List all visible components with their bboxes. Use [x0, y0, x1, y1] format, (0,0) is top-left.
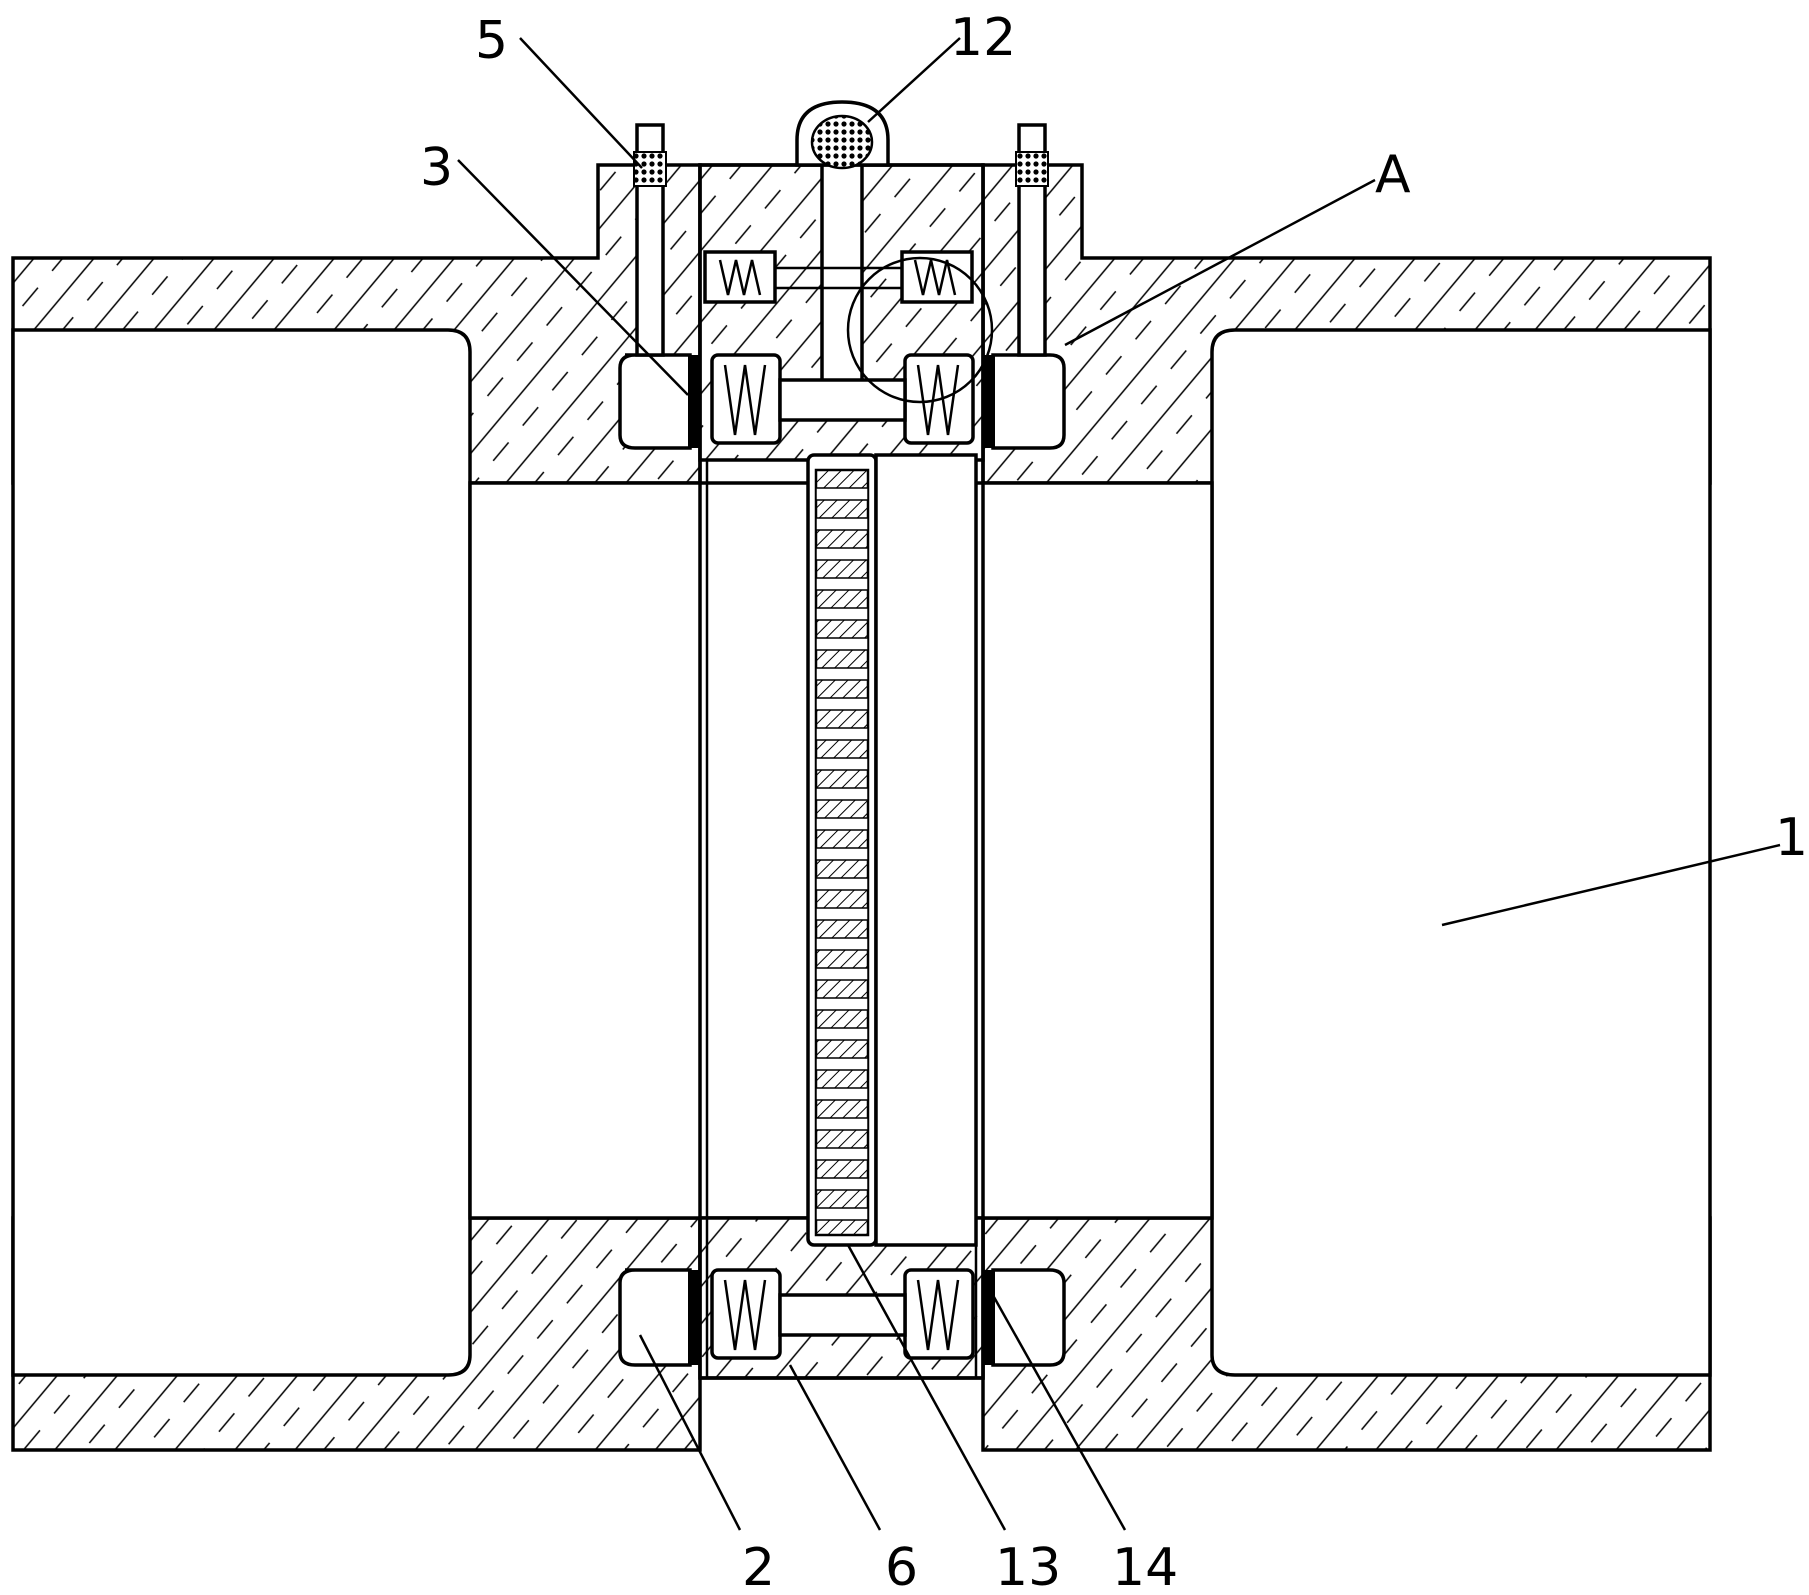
gate-rung: [815, 817, 869, 831]
gate-rung: [815, 1177, 869, 1191]
gate-rungs: [815, 487, 869, 1221]
lower-spring-assembly: [710, 1268, 975, 1360]
gate-rung: [815, 607, 869, 621]
label-3: 3: [420, 138, 453, 198]
right-guide-bolt: [1015, 123, 1049, 357]
lower-left-seat: [618, 1268, 700, 1367]
label-1: 1: [1775, 808, 1808, 868]
pipe-left-chamber: [11, 328, 472, 1377]
upper-spring-assembly: [703, 250, 974, 304]
label-6: 6: [885, 1538, 918, 1595]
label-5: 5: [475, 11, 508, 71]
gate-rung: [815, 967, 869, 981]
gate-rung: [815, 1087, 869, 1101]
gate-rung: [815, 907, 869, 921]
gate-rung: [815, 577, 869, 591]
gate-rung: [815, 547, 869, 561]
upper-right-seat: [983, 353, 1066, 450]
mid-spring-assembly: [710, 353, 975, 445]
gate-rung: [815, 787, 869, 801]
stem: [795, 100, 890, 392]
label-13: 13: [995, 1538, 1061, 1595]
gate-rung: [815, 847, 869, 861]
label-14: 14: [1112, 1538, 1178, 1595]
leader-lines: [457, 37, 1781, 1531]
gate-rung: [815, 517, 869, 531]
gate-rung: [815, 1147, 869, 1161]
upper-left-seat: [618, 353, 700, 450]
gate-rung: [815, 1207, 869, 1221]
gate-rung: [815, 1027, 869, 1041]
detail-circle-a: [846, 256, 994, 404]
gate-rung: [815, 637, 869, 651]
label-12: 12: [950, 8, 1016, 68]
label-a: A: [1375, 145, 1411, 205]
gate-rung: [815, 727, 869, 741]
label-2: 2: [742, 1538, 775, 1595]
gate-rung: [815, 1117, 869, 1131]
gate-rung: [815, 1057, 869, 1071]
gate-rung: [815, 697, 869, 711]
pipe-right-chamber: [1210, 328, 1712, 1377]
gate-rung: [815, 757, 869, 771]
gate-rung: [815, 997, 869, 1011]
left-guide-bolt: [633, 123, 667, 357]
gate-rung: [815, 937, 869, 951]
gate-rung: [815, 877, 869, 891]
gate-rung: [815, 667, 869, 681]
gate-rung: [815, 487, 869, 501]
